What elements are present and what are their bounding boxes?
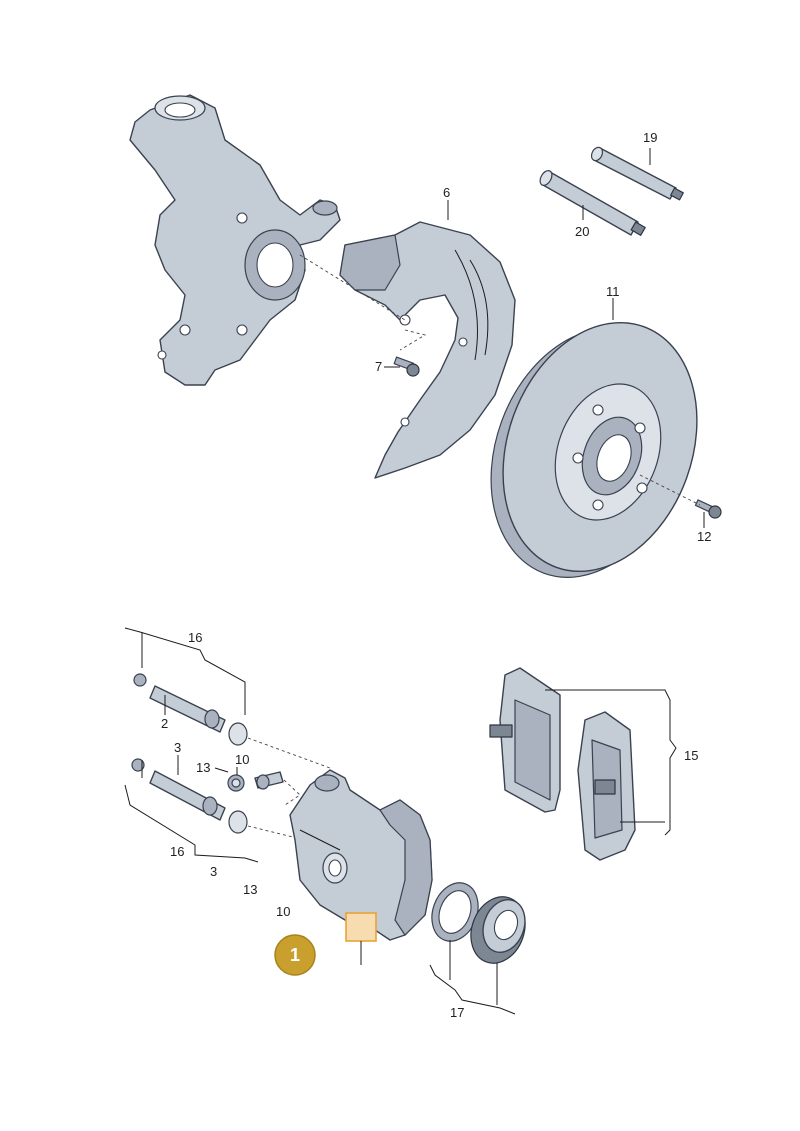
bleed-cap <box>227 774 245 792</box>
badge-number: 1 <box>290 945 300 965</box>
grease-tube-20 <box>539 170 646 236</box>
guide-pin-upper <box>133 673 248 746</box>
grease-tube-19 <box>590 146 684 201</box>
callout-15: 15 <box>684 748 698 763</box>
callout-16-top: 16 <box>188 630 202 645</box>
seal-ring <box>431 882 479 942</box>
callout-3-bottom: 3 <box>210 864 217 879</box>
brake-pad-inner <box>577 711 636 861</box>
callout-11: 11 <box>606 284 620 299</box>
callout-10-bottom: 10 <box>276 904 290 919</box>
shield-bolt <box>393 356 420 377</box>
bleed-screw <box>254 771 284 790</box>
callout-13-top: 13 <box>196 760 210 775</box>
brake-disc <box>490 321 698 578</box>
callout-10-top: 10 <box>235 752 249 767</box>
callout-2: 2 <box>161 716 168 731</box>
brake-caliper <box>289 769 433 942</box>
dust-shield <box>339 221 516 479</box>
callout-3-top: 3 <box>174 740 181 755</box>
callout-17: 17 <box>450 1005 464 1020</box>
callout-6: 6 <box>443 185 450 200</box>
part-number-badge: 1 <box>274 934 316 976</box>
caliper-highlight <box>345 912 377 942</box>
callout-16-bottom: 16 <box>170 844 184 859</box>
callout-7: 7 <box>375 359 382 374</box>
guide-pin-lower <box>131 758 248 834</box>
dust-boot <box>470 896 526 964</box>
disc-bolt <box>694 499 722 519</box>
callout-19: 19 <box>643 130 657 145</box>
brake-pad-outer <box>489 667 561 813</box>
callout-20: 20 <box>575 224 589 239</box>
callout-13-bottom: 13 <box>243 882 257 897</box>
steering-knuckle <box>129 94 341 386</box>
leader-lines <box>124 148 705 1015</box>
callout-12: 12 <box>697 529 711 544</box>
